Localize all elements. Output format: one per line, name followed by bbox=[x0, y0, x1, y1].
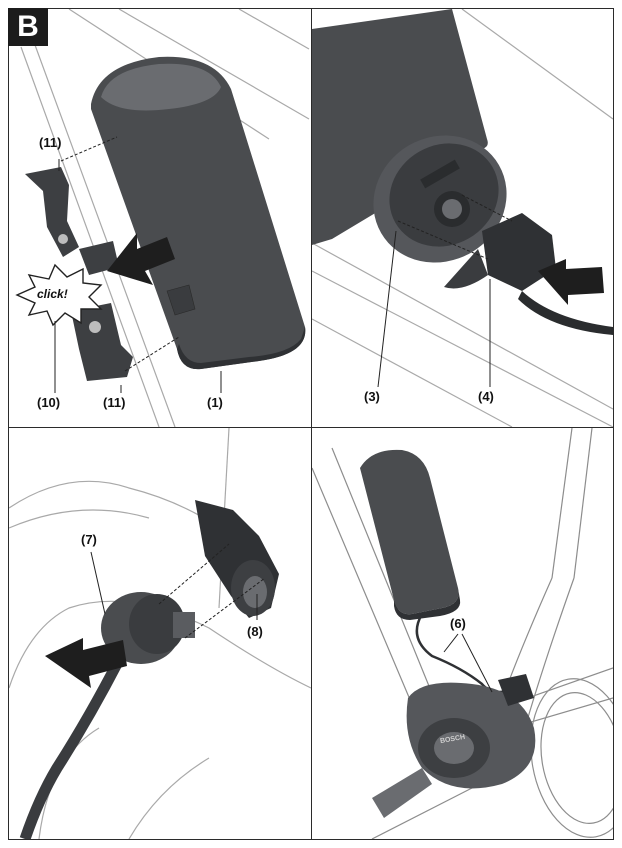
label-bracket-top: (11) bbox=[39, 135, 62, 150]
label-battery: (1) bbox=[207, 395, 223, 410]
motor-unit-icon bbox=[372, 674, 536, 818]
label-lock: (10) bbox=[37, 395, 61, 410]
lower-bracket-icon bbox=[71, 241, 133, 381]
label-cable: (6) bbox=[450, 616, 466, 631]
label-click: click! bbox=[37, 287, 68, 301]
battery-icon bbox=[91, 56, 306, 370]
panel-bike-overview: (6) BOSCH bbox=[312, 428, 613, 839]
panel-charging-port: (3) (4) bbox=[312, 9, 613, 427]
battery-end-icon bbox=[312, 9, 507, 263]
label-bracket-bottom: (11) bbox=[103, 395, 126, 410]
charging-port-drawing bbox=[312, 9, 613, 427]
socket-cover-icon bbox=[195, 500, 279, 618]
figure-badge: B bbox=[8, 8, 48, 46]
frame-battery-icon bbox=[360, 449, 461, 620]
vertical-divider bbox=[311, 8, 312, 840]
insertion-arrow-icon bbox=[107, 233, 175, 285]
label-plug: (4) bbox=[478, 389, 494, 404]
cable-icon bbox=[19, 657, 124, 839]
label-socket-plug: (7) bbox=[81, 532, 97, 547]
push-arrow-icon bbox=[538, 259, 604, 305]
panel-battery-insertion: (11) click! (10) (11) (1) bbox=[9, 9, 311, 427]
socket-push-arrow-icon bbox=[45, 638, 127, 688]
battery-insertion-drawing bbox=[15, 9, 310, 427]
label-port: (3) bbox=[364, 389, 380, 404]
click-burst-icon bbox=[15, 263, 103, 327]
panel-socket-connection: (7) (8) bbox=[9, 428, 311, 839]
upper-bracket-icon bbox=[25, 167, 79, 257]
charger-plug-icon bbox=[444, 213, 613, 335]
label-socket: (8) bbox=[247, 624, 263, 639]
bike-overview-drawing bbox=[312, 428, 613, 839]
socket-connection-drawing bbox=[9, 428, 311, 839]
